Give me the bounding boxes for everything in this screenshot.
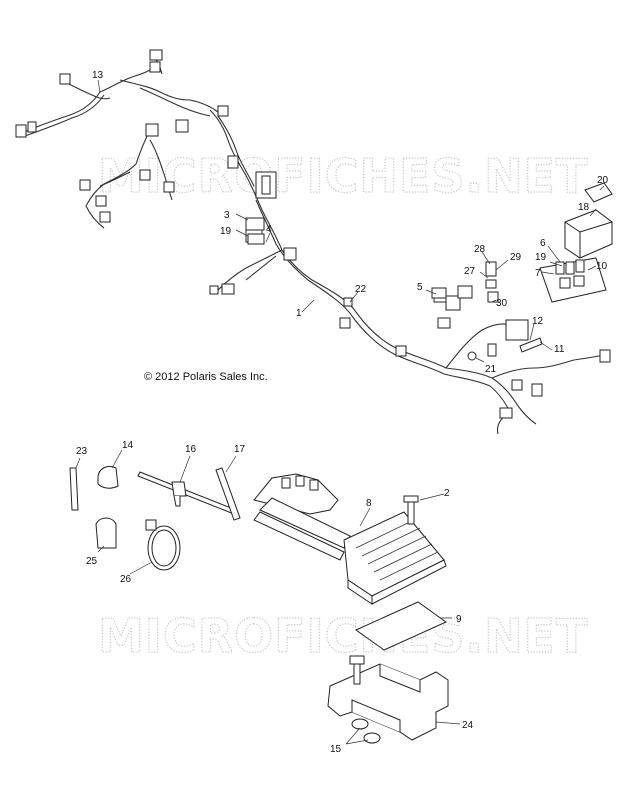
harness-connectors (15, 49, 611, 419)
label-22: 22 (355, 284, 367, 295)
part-21-grommet (467, 351, 477, 361)
part-2-bolt (403, 495, 419, 525)
part-8-voltage-regulator (253, 473, 447, 605)
part-15-nuts (351, 718, 381, 744)
label-9: 9 (456, 614, 462, 625)
label-16: 16 (185, 444, 197, 455)
label-23: 23 (76, 446, 88, 457)
label-26: 26 (120, 574, 132, 585)
label-3: 3 (224, 210, 230, 221)
label-21: 21 (485, 364, 497, 375)
part-23-tie-strap (69, 467, 79, 511)
label-12: 12 (532, 316, 544, 327)
label-2: 2 (444, 488, 450, 499)
label-24: 24 (462, 720, 474, 731)
connector-group-5 (431, 285, 473, 299)
label-5: 5 (417, 282, 423, 293)
label-28: 28 (474, 244, 486, 255)
part-14-clip (97, 465, 119, 489)
label-27: 27 (464, 266, 476, 277)
label-19-right: 19 (535, 252, 547, 263)
part-26-strap (145, 519, 181, 571)
label-14: 14 (122, 440, 134, 451)
label-19-left: 19 (220, 226, 232, 237)
wire-harness-main (21, 51, 609, 435)
label-11: 11 (554, 344, 565, 355)
part-24-bracket (327, 663, 449, 741)
leader-lines (75, 79, 605, 745)
label-18: 18 (578, 202, 590, 213)
part-16-push-tie (137, 471, 237, 515)
relays (485, 261, 499, 303)
part-25-clip (95, 517, 117, 549)
label-25: 25 (86, 556, 98, 567)
watermark-top: MICROFICHES.NET (98, 149, 588, 203)
label-decal-20 (584, 182, 613, 203)
part-17-tie-strap (215, 467, 241, 521)
label-20: 20 (597, 175, 609, 186)
label-13: 13 (92, 70, 104, 81)
label-17: 17 (234, 444, 246, 455)
label-1: 1 (296, 308, 302, 319)
label-30: 30 (496, 298, 508, 309)
label-4: 4 (266, 224, 272, 235)
label-7: 7 (535, 268, 541, 279)
part-12-clip (519, 337, 543, 353)
part-3-connector (245, 217, 265, 231)
label-15: 15 (330, 744, 342, 755)
label-6: 6 (540, 238, 546, 249)
part-19-connector (247, 233, 265, 245)
bracket-bolt (349, 655, 365, 685)
label-10: 10 (596, 261, 608, 272)
copyright-text: © 2012 Polaris Sales Inc. (144, 371, 268, 383)
label-8: 8 (366, 498, 372, 509)
part-9-pad (355, 601, 447, 651)
watermark-bottom: MICROFICHES.NET (98, 609, 588, 663)
label-29: 29 (510, 252, 522, 263)
fuse-box-cover-18 (564, 209, 613, 259)
